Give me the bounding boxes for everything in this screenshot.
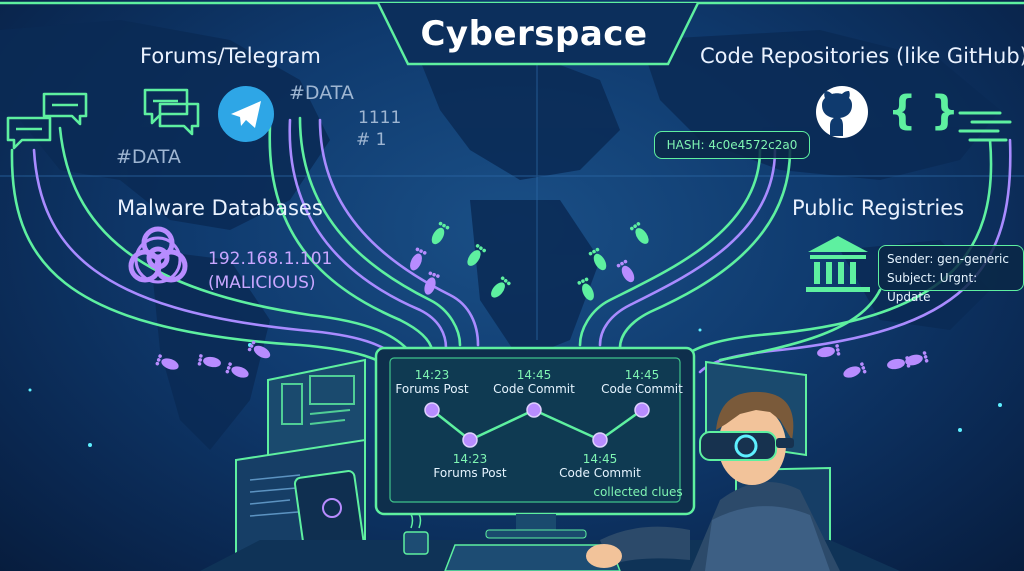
footprint-icon [155,354,179,370]
keyboard [444,544,621,571]
code-lines-icon [958,111,1012,142]
code-braces-icon: { } [888,88,959,134]
stream-line [298,116,462,347]
footprint-icon [588,247,607,271]
malicious-status: (MALICIOUS) [208,273,316,293]
footprint-icon [197,354,221,368]
event-time: 14:45 [516,368,552,382]
data-tag: #DATA [289,82,354,104]
event-label: Code Commit [601,382,683,396]
timeline-node [462,432,478,448]
footprint-icon [424,271,440,295]
footprint-icon [616,259,635,283]
stream-line [618,148,792,350]
chat-bubbles-icon [143,88,200,136]
malware-databases-label: Malware Databases [117,196,323,220]
timeline-node [592,432,608,448]
vr-headset-icon [699,431,794,461]
footprint-icon [630,222,649,244]
public-registries-label: Public Registries [792,196,965,220]
event-time: 14:45 [582,452,618,466]
stream-line [578,148,762,347]
footprint-icon [247,340,271,359]
data-tag: #DATA [116,146,181,168]
stream-line [32,148,402,362]
footprint-icon [905,351,929,366]
code-repositories-label: Code Repositories (like GitHub) [700,44,1024,68]
stream-line [10,148,397,372]
stream-line [678,138,993,362]
forums-telegram-label: Forums/Telegram [140,44,321,68]
telegram-icon [218,86,274,142]
stream-line [268,124,434,352]
timeline-node [634,402,650,418]
stream-line [718,288,882,362]
email-sender: Sender: gen-generic [887,252,1009,266]
event-label: Forums Post [395,382,469,396]
email-subject: Subject: Urgnt: Update [887,271,978,304]
footprint-icon [577,277,594,301]
event-time: 14:45 [624,368,660,382]
analyst-person [586,391,840,571]
event-label: Code Commit [559,466,641,480]
hash-badge: HASH: 4c0e4572c2a0 [654,131,810,159]
github-icon [816,86,868,138]
footprint-icon [467,244,486,266]
event-time: 14:23 [452,452,488,466]
event-label: Code Commit [493,382,575,396]
event-label: Forums Post [433,466,507,480]
ip-address: 192.168.1.101 [208,249,333,269]
binary-tag: 1111 [358,108,402,128]
footprint-icon [410,247,427,271]
footprint-icon [817,344,841,358]
chat-bubbles-icon [6,92,88,150]
page-title: Cyberspace [420,14,648,54]
footprint-icon [843,362,867,378]
footprint-icon [431,221,450,245]
stream-line [288,118,448,350]
stream-line [598,148,777,347]
footprint-icon [491,276,511,298]
event-time: 14:23 [414,368,450,382]
timeline-node [526,402,542,418]
collected-clues-caption: collected clues [593,485,683,499]
footprint-icon [225,362,249,378]
stream-line [58,126,412,354]
timeline-node [424,402,440,418]
hash-number-tag: # 1 [356,130,387,150]
stream-line [318,118,480,347]
